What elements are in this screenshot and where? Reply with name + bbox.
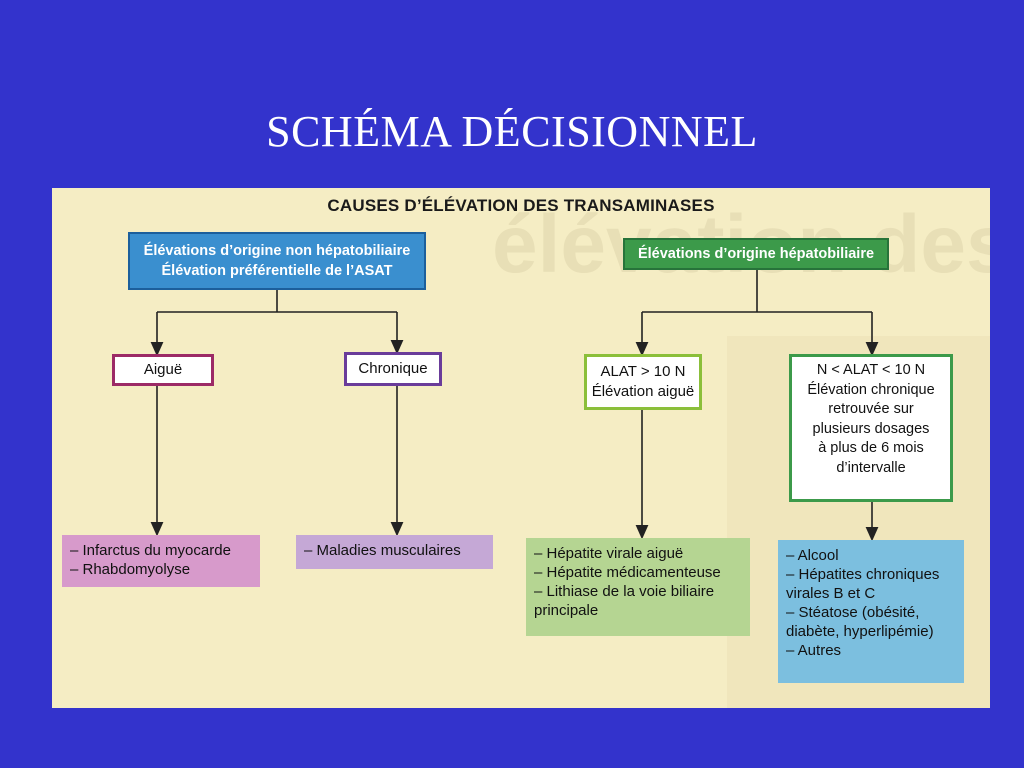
alat-chronic-line: plusieurs dosages xyxy=(812,420,930,437)
alat-acute-line2: Élévation aiguë xyxy=(591,383,695,400)
non-hepatobiliary-header: Élévations d’origine non hépatobiliaire … xyxy=(128,232,426,290)
alat-acute-line1: ALAT > 10 N xyxy=(600,363,686,380)
cause-item: – Stéatose (obésité, xyxy=(786,604,920,621)
cause-item: principale xyxy=(534,602,599,619)
chronic-node: Chronique xyxy=(344,352,442,386)
cause-item: virales B et C xyxy=(786,585,876,602)
connector-non-hepato xyxy=(157,290,397,313)
acute-causes-box: – Infarctus du myocarde – Rhabdomyolyse xyxy=(62,535,260,587)
alat-chronic-line: à plus de 6 mois xyxy=(818,440,924,456)
alat-acute-node: ALAT > 10 N Élévation aiguë xyxy=(584,354,702,410)
cause-item: – Lithiase de la voie biliaire xyxy=(534,583,715,600)
alat-chronic-line: N < ALAT < 10 N xyxy=(816,362,926,378)
alat-chronic-line: d’intervalle xyxy=(836,459,906,476)
cause-item: – Infarctus du myocarde xyxy=(70,542,231,559)
cause-item: diabète, hyperlipémie) xyxy=(786,623,934,640)
chronic-causes-box: – Maladies musculaires xyxy=(296,535,493,569)
diagram-panel: élévation des tra CAUSES D’ÉLÉVATION DES… xyxy=(52,188,990,708)
non-hepatobiliary-line2: Élévation préférentielle de l’ASAT xyxy=(161,263,393,279)
cause-item: – Rhabdomyolyse xyxy=(70,561,191,578)
alat-chronic-node: N < ALAT < 10 N Élévation chronique retr… xyxy=(789,354,953,502)
alat-chronic-line: retrouvée sur xyxy=(828,401,914,417)
hepato-acute-causes-box: – Hépatite virale aiguë – Hépatite médic… xyxy=(526,538,750,636)
cause-item: – Alcool xyxy=(786,547,839,564)
non-hepatobiliary-line1: Élévations d’origine non hépatobiliaire xyxy=(143,243,411,259)
cause-item: – Autres xyxy=(786,642,842,659)
hepato-chronic-causes-box: – Alcool – Hépatites chroniques virales … xyxy=(778,540,964,683)
cause-item: – Hépatite médicamenteuse xyxy=(534,564,721,581)
hepatobiliary-header: Élévations d’origine hépatobiliaire xyxy=(623,238,889,270)
acute-node: Aiguë xyxy=(112,354,214,386)
connector-lines xyxy=(150,270,879,542)
connector-hepato xyxy=(642,270,872,313)
cause-item: – Hépatite virale aiguë xyxy=(534,545,684,562)
cause-item: – Hépatites chroniques xyxy=(786,566,940,583)
cause-item: – Maladies musculaires xyxy=(304,542,461,559)
alat-chronic-line: Élévation chronique xyxy=(807,381,935,398)
slide-title: SCHÉMA DÉCISIONNEL xyxy=(266,107,758,156)
diagram-title: CAUSES D’ÉLÉVATION DES TRANSAMINASES xyxy=(327,196,715,215)
